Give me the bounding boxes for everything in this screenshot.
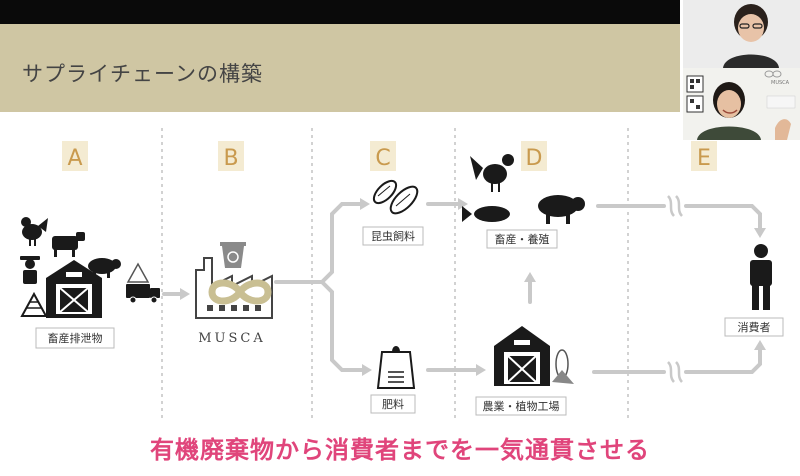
- letter-d: D: [526, 146, 543, 171]
- video-tile-presenter-2: MUSCA: [683, 68, 800, 140]
- break-mark-lower: [667, 361, 683, 383]
- arrow-upper-to-consumer: [684, 204, 762, 230]
- letter-b: B: [223, 146, 238, 171]
- letter-b-bg: [218, 141, 244, 171]
- label-box-agriculture-plant-factory: [475, 396, 567, 416]
- musca-logo-text: MUSCA: [198, 331, 266, 346]
- presenter-2-avatar: [683, 68, 800, 140]
- larvae-icon: [372, 179, 419, 215]
- label-box-fertilizer: [370, 394, 416, 414]
- slide-title: サプライチェーンの構築: [22, 62, 263, 86]
- label-insect-feed: 昆虫飼料: [371, 229, 415, 243]
- slide-tagline: 有機廃棄物から消費者までを一気通貫させる: [150, 436, 650, 464]
- letter-a: A: [67, 146, 82, 171]
- haystack-icon: [20, 291, 48, 317]
- truck-icon: [126, 262, 160, 304]
- video-tile-presenter-1: [683, 0, 800, 68]
- letter-c-bg: [370, 141, 396, 171]
- arrowhead-upper-to-consumer: [754, 228, 766, 238]
- break-mark-upper: [667, 195, 683, 217]
- musca-factory-icon: [195, 242, 273, 319]
- presenter-2-musca-logo: MUSCA: [771, 80, 790, 86]
- arrowhead-a-to-b: [180, 288, 190, 300]
- arrowhead-b-to-c-lower: [362, 364, 372, 376]
- letter-e-bg: [691, 141, 717, 171]
- rooster-icon: [21, 217, 48, 246]
- arrowhead-c-to-d-lower: [476, 364, 486, 376]
- letter-e: E: [697, 146, 711, 171]
- slide-top-bar: [0, 0, 680, 24]
- label-box-insect-feed: [362, 226, 424, 246]
- letter-c: C: [375, 146, 390, 171]
- arrowhead-lower-to-consumer: [754, 340, 766, 350]
- label-box-livestock-aquaculture: [486, 229, 558, 249]
- pig-icon-d: [538, 195, 585, 224]
- person-icon: [750, 244, 772, 310]
- arrowhead-up-d: [524, 272, 536, 282]
- letter-d-bg: [521, 141, 547, 171]
- arrow-b-to-c-lower: [320, 280, 364, 372]
- slide-title-band: [0, 24, 680, 112]
- rooster-icon-d: [470, 154, 514, 192]
- label-box-livestock-waste: [35, 327, 115, 349]
- label-box-consumer: [724, 317, 784, 337]
- corn-icon: [552, 349, 574, 384]
- label-livestock-aquaculture: 畜産・養殖: [495, 232, 550, 246]
- farm-animals-group: [20, 217, 121, 318]
- arrow-b-to-c-upper: [274, 202, 362, 284]
- fertilizer-bag-icon: [376, 346, 416, 389]
- cow-icon: [52, 232, 85, 257]
- label-agriculture-plant-factory: 農業・植物工場: [483, 399, 560, 413]
- label-livestock-waste: 畜産排泄物: [48, 331, 103, 345]
- arrowhead-c-to-d-upper: [458, 198, 468, 210]
- arrow-lower-to-consumer: [684, 348, 762, 374]
- fish-icon: [462, 206, 510, 222]
- label-fertilizer: 肥料: [382, 397, 404, 411]
- barn-icon-d: [494, 326, 550, 386]
- farmer-icon: [20, 256, 40, 284]
- label-consumer: 消費者: [738, 320, 771, 334]
- letter-a-bg: [62, 141, 88, 171]
- presenter-1-avatar: [683, 0, 800, 68]
- arrowhead-b-to-c-upper: [360, 198, 370, 210]
- barn-icon: [46, 260, 102, 318]
